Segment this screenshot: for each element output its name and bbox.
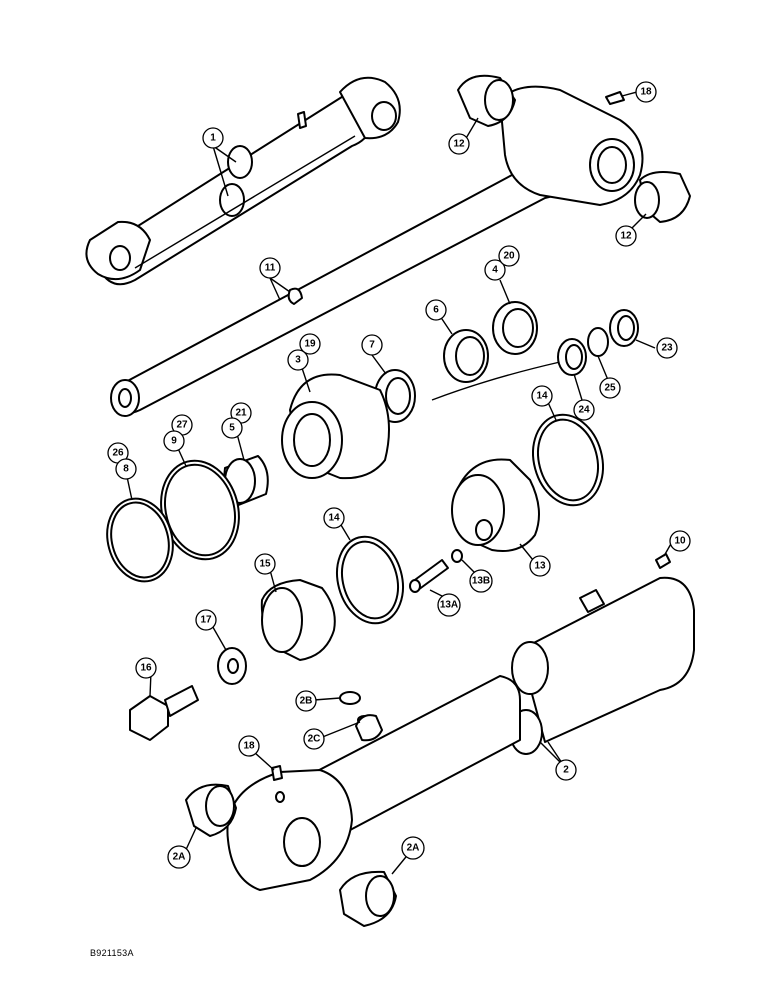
- part-bushing-12-right: [634, 171, 691, 223]
- part-grease-fitting-top: [605, 91, 625, 105]
- svg-text:13A: 13A: [440, 600, 458, 611]
- callout-13B: 13B: [469, 569, 493, 593]
- svg-text:8: 8: [123, 464, 129, 475]
- callout-10: 10: [669, 530, 691, 552]
- svg-text:7: 7: [369, 340, 375, 351]
- svg-text:24: 24: [578, 405, 590, 416]
- part-ring-9: [160, 459, 240, 561]
- svg-text:6: 6: [433, 305, 439, 316]
- part-screw-10: [655, 553, 671, 569]
- svg-text:21: 21: [235, 408, 247, 419]
- callout-2A-right: 2A: [401, 836, 425, 860]
- svg-text:25: 25: [604, 383, 616, 394]
- callout-14-lower: 14: [323, 507, 345, 529]
- svg-text:2A: 2A: [407, 843, 420, 854]
- callout-21: 21: [230, 402, 252, 424]
- part-bushing-2A-right: [339, 870, 397, 927]
- svg-text:23: 23: [661, 343, 673, 354]
- svg-text:12: 12: [453, 139, 465, 150]
- callout-19: 19: [299, 333, 321, 355]
- svg-text:18: 18: [243, 741, 255, 752]
- part-oring-25: [587, 327, 609, 357]
- svg-text:2B: 2B: [300, 696, 313, 707]
- part-bushing-12-top: [457, 74, 516, 127]
- callout-6: 6: [425, 299, 447, 321]
- callout-17: 17: [195, 609, 217, 631]
- callout-8: 8: [115, 458, 137, 480]
- part-wire-ring: [431, 361, 561, 401]
- callout-5: 5: [221, 417, 243, 439]
- svg-text:14: 14: [536, 391, 548, 402]
- callout-2A-left: 2A: [167, 845, 191, 869]
- svg-text:20: 20: [503, 251, 515, 262]
- part-washer-17: [217, 647, 247, 685]
- part-wiper-6: [443, 329, 489, 383]
- svg-text:13: 13: [534, 561, 546, 572]
- part-piston-rod: [110, 85, 644, 417]
- svg-text:18: 18: [640, 87, 652, 98]
- svg-text:2C: 2C: [308, 734, 321, 745]
- part-ring-4: [492, 301, 538, 355]
- part-ring-14-upper: [532, 413, 604, 507]
- callout-12-top: 12: [448, 133, 470, 155]
- part-ring-14-lower: [336, 535, 404, 625]
- callout-2C: 2C: [303, 728, 325, 750]
- callout-18-bottom: 18: [238, 735, 260, 757]
- callout-3: 3: [287, 349, 309, 371]
- svg-text:9: 9: [171, 436, 177, 447]
- svg-text:11: 11: [265, 263, 276, 274]
- part-grease-fitting-bottom: [271, 765, 283, 781]
- callout-23: 23: [656, 337, 678, 359]
- part-plug-2B: [339, 691, 361, 705]
- part-bolt-16: [129, 685, 199, 741]
- svg-text:4: 4: [492, 265, 498, 276]
- part-oring-8: [106, 497, 174, 583]
- svg-text:27: 27: [176, 420, 188, 431]
- callout-9: 9: [163, 430, 185, 452]
- callout-14-upper: 14: [531, 385, 553, 407]
- callout-13A: 13A: [437, 593, 461, 617]
- part-bushing-2A-left: [185, 783, 237, 837]
- svg-text:1: 1: [210, 133, 216, 144]
- callout-25: 25: [599, 377, 621, 399]
- svg-text:3: 3: [295, 355, 301, 366]
- part-piston-13: [451, 458, 540, 552]
- callout-12-right: 12: [615, 225, 637, 247]
- svg-text:16: 16: [140, 663, 152, 674]
- callout-2B: 2B: [295, 690, 317, 712]
- svg-text:2: 2: [563, 765, 569, 776]
- callout-26: 26: [107, 442, 129, 464]
- part-ring-24: [557, 338, 587, 376]
- svg-text:15: 15: [259, 559, 271, 570]
- part-oring-13B: [451, 549, 463, 563]
- figure-reference: B921153A: [90, 948, 134, 958]
- callout-20: 20: [498, 245, 520, 267]
- part-screw-13A: [409, 559, 449, 593]
- svg-text:12: 12: [620, 231, 632, 242]
- callout-7: 7: [361, 334, 383, 356]
- part-seal-23: [609, 309, 639, 347]
- svg-text:17: 17: [200, 615, 212, 626]
- part-barrel-2: [226, 576, 695, 891]
- svg-text:5: 5: [229, 423, 235, 434]
- part-gland-3: [281, 373, 390, 480]
- callout-1: 1: [202, 127, 224, 149]
- callout-11: 11: [259, 257, 281, 279]
- svg-text:26: 26: [112, 448, 124, 459]
- svg-text:14: 14: [328, 513, 340, 524]
- callout-15: 15: [254, 553, 276, 575]
- svg-text:19: 19: [304, 339, 316, 350]
- callout-13: 13: [529, 555, 551, 577]
- svg-text:10: 10: [674, 536, 686, 547]
- callout-4: 4: [484, 259, 506, 281]
- part-cylinder-assembly: [85, 76, 401, 286]
- callout-18-top: 18: [635, 81, 657, 103]
- callout-24: 24: [573, 399, 595, 421]
- callout-2: 2: [555, 759, 577, 781]
- callout-16: 16: [135, 657, 157, 679]
- svg-text:13B: 13B: [472, 576, 490, 587]
- part-wear-ring-15: [260, 579, 336, 661]
- svg-text:2A: 2A: [173, 852, 186, 863]
